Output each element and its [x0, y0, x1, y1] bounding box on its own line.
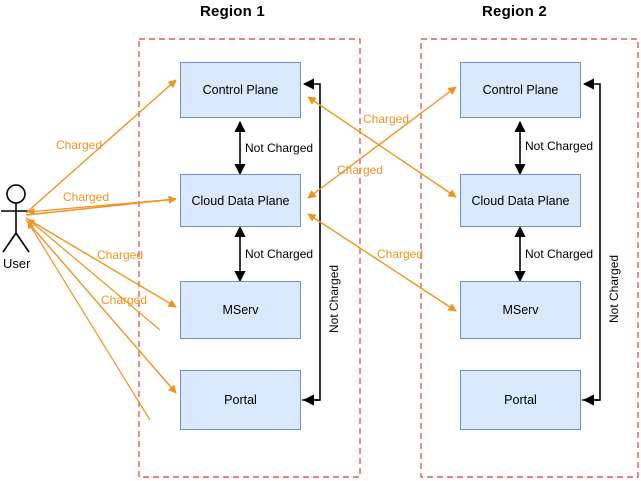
charged-edge-r1-portal-to-user: [27, 221, 151, 421]
label-charged-r1-cp-r2-cdp: Charged: [363, 112, 410, 126]
r1-label-not-charged-portal-cp: Not Charged: [327, 263, 341, 334]
r1-node-mserv-label: MServ: [222, 303, 259, 317]
region-2-title: Region 2: [482, 3, 547, 20]
r1-node-portal-label: Portal: [224, 393, 257, 407]
charged-edge-user-to-r1-portal: [25, 219, 177, 394]
r2-edge-portal-to-control-plane-top: [582, 78, 601, 401]
r2-node-cloud-data-plane[interactable]: Cloud Data Plane: [460, 174, 581, 227]
label-charged-user-r1-cloud-data-plane: Charged: [63, 190, 110, 204]
r1-node-portal[interactable]: Portal: [180, 370, 301, 430]
label-charged-user-r1-mserv: Charged: [97, 248, 144, 262]
r2-node-control-plane[interactable]: Control Plane: [460, 62, 581, 118]
r2-node-mserv[interactable]: MServ: [460, 281, 581, 339]
label-charged-user-r1-control-plane: Charged: [56, 138, 103, 152]
region-1-title: Region 1: [200, 3, 265, 20]
r1-node-mserv[interactable]: MServ: [180, 281, 301, 339]
charged-edge-r1-cloud-data-plane-r2-mserv: [307, 213, 457, 312]
label-charged-r1-cdp-r2-mserv: Charged: [377, 247, 424, 261]
label-charged-r2-cp-r1-cdp: Charged: [337, 163, 384, 177]
r2-label-not-charged-cdp-mserv: Not Charged: [524, 247, 595, 261]
r2-node-portal[interactable]: Portal: [460, 370, 581, 430]
r2-node-cloud-data-plane-label: Cloud Data Plane: [471, 193, 570, 208]
r1-label-not-charged-cp-cdp: Not Charged: [244, 141, 315, 155]
charged-edge-r1-cloud-data-plane-to-user: [27, 198, 177, 216]
r1-node-control-plane[interactable]: Control Plane: [180, 62, 301, 118]
r1-node-cloud-data-plane[interactable]: Cloud Data Plane: [180, 174, 301, 227]
charged-edge-user-to-r1-control-plane: [25, 79, 177, 214]
label-charged-user-r1-portal: Charged: [101, 293, 148, 307]
r2-label-not-charged-cp-cdp: Not Charged: [524, 139, 595, 153]
user-actor-figure: [1, 184, 31, 253]
r1-edge-portal-to-control-plane-top: [302, 78, 321, 401]
charged-edge-r2-control-plane-r1-cloud-data-plane: [307, 86, 457, 199]
charged-edge-user-to-r1-mserv: [25, 217, 177, 308]
r1-node-control-plane-label: Control Plane: [202, 83, 279, 97]
r2-node-mserv-label: MServ: [502, 303, 539, 317]
r2-node-control-plane-label: Control Plane: [482, 83, 559, 97]
r2-node-portal-label: Portal: [504, 393, 537, 407]
r1-label-not-charged-cdp-mserv: Not Charged: [244, 247, 315, 261]
r2-label-not-charged-portal-cp: Not Charged: [607, 253, 621, 324]
user-actor-label: User: [3, 256, 31, 271]
charged-edge-r1-mserv-to-user: [27, 218, 161, 331]
r1-node-cloud-data-plane-label: Cloud Data Plane: [191, 193, 290, 208]
